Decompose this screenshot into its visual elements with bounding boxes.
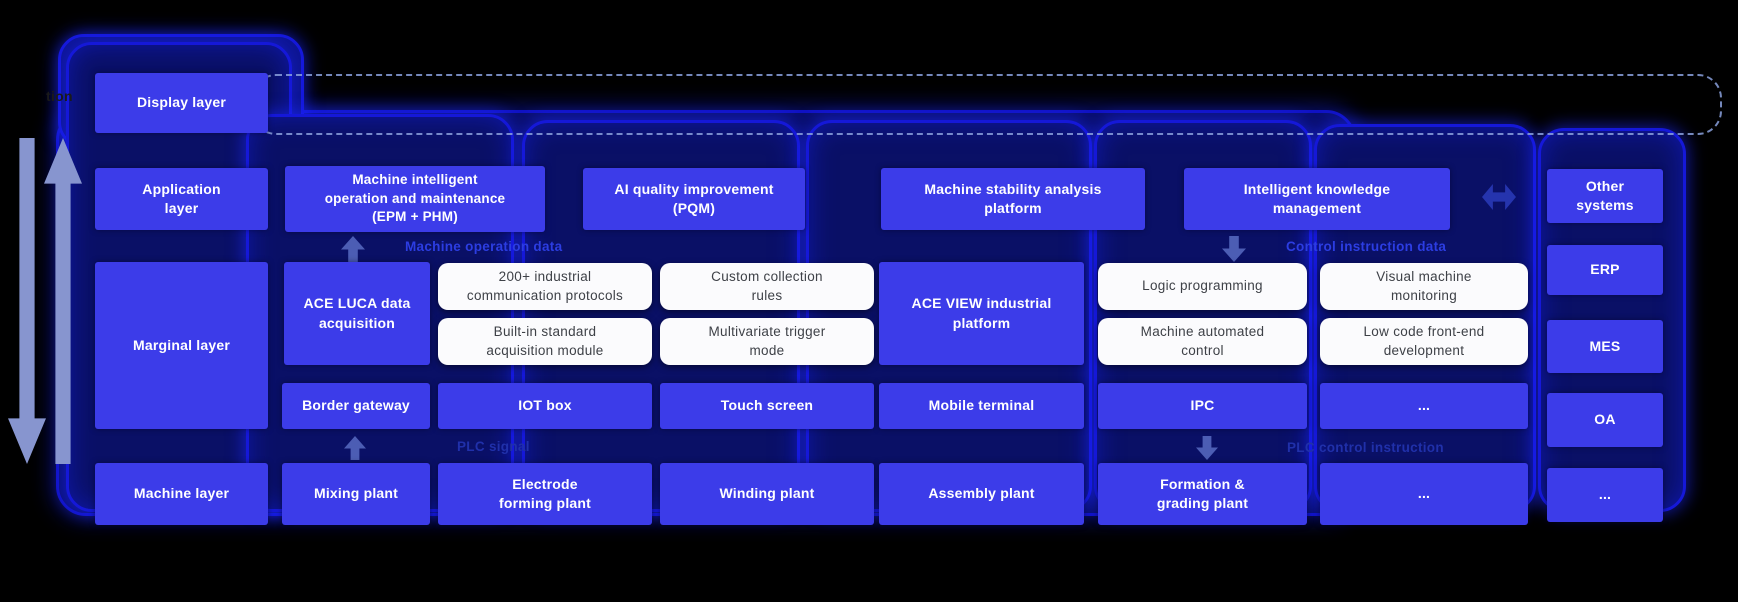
control-instruction-data-label: Control instruction data [1286,239,1447,254]
card-auto-control: Machine automated control [1098,318,1307,365]
plc-control-instruction-label: PLC control instruction [1287,440,1444,455]
app-ai-quality: AI quality improvement (PQM) [583,168,805,230]
device-mobile-terminal: Mobile terminal [879,383,1084,429]
card-logic-programming: Logic programming [1098,263,1307,310]
machine-electrode-plant: Electrode forming plant [438,463,652,525]
layer-machine: Machine layer [95,463,268,525]
machine-operation-data-label: Machine operation data [405,239,563,254]
display-layer-dashed-outline [252,74,1722,135]
device-iot-box: IOT box [438,383,652,429]
card-multivariate: Multivariate trigger mode [660,318,874,365]
app-machine-om: Machine intelligent operation and mainte… [285,166,545,232]
machine-formation-plant: Formation & grading plant [1098,463,1307,525]
plc-signal-label: PLC signal [457,439,530,454]
external-oa: OA [1547,393,1663,447]
layer-marginal: Marginal layer [95,262,268,429]
device-touch-screen: Touch screen [660,383,874,429]
card-custom-rules: Custom collection rules [660,263,874,310]
card-low-code: Low code front-end development [1320,318,1528,365]
layer-application: Application layer [95,168,268,230]
external-more: ... [1547,468,1663,522]
external-mes: MES [1547,320,1663,373]
machine-more: ... [1320,463,1528,525]
external-erp: ERP [1547,245,1663,295]
card-visual-monitoring: Visual machine monitoring [1320,263,1528,310]
machine-winding-plant: Winding plant [660,463,874,525]
app-stability-platform: Machine stability analysis platform [881,168,1145,230]
card-builtin-module: Built-in standard acquisition module [438,318,652,365]
machine-assembly-plant: Assembly plant [879,463,1084,525]
device-ipc: IPC [1098,383,1307,429]
data-down-arrow [8,138,46,464]
card-protocols: 200+ industrial communication protocols [438,263,652,310]
device-border-gateway: Border gateway [282,383,430,429]
device-more: ... [1320,383,1528,429]
ace-view-box: ACE VIEW industrial platform [879,262,1084,365]
external-other-systems: Other systems [1547,169,1663,223]
ace-luca-box: ACE LUCA data acquisition [284,262,430,365]
app-knowledge-mgmt: Intelligent knowledge management [1184,168,1450,230]
machine-mixing-plant: Mixing plant [282,463,430,525]
left-partial-label: tion [46,88,73,104]
layer-display: Display layer [95,73,268,133]
